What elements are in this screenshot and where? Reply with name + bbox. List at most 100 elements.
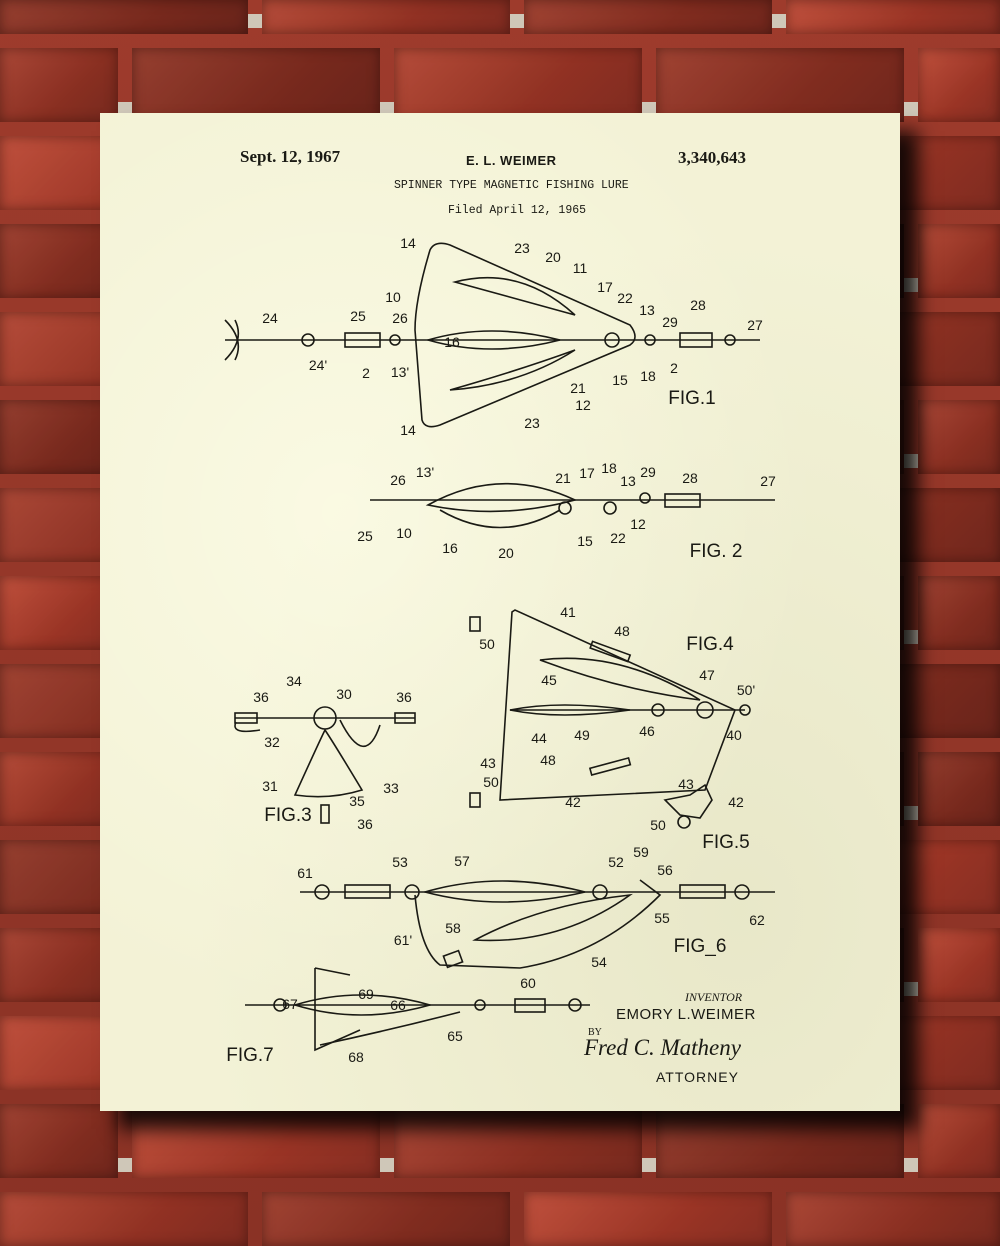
brick: [524, 0, 772, 34]
reference-numeral: 42: [565, 794, 581, 810]
reference-numeral: 20: [498, 545, 514, 561]
brick: [656, 48, 904, 122]
reference-numeral: 29: [662, 314, 678, 330]
patent-title: SPINNER TYPE MAGNETIC FISHING LURE: [394, 179, 629, 192]
reference-numeral: 2: [670, 360, 678, 376]
reference-numeral: 13': [391, 364, 409, 380]
reference-numeral: 23: [524, 415, 540, 431]
inventor-label: INVENTOR: [685, 990, 743, 1004]
reference-numeral: 48: [540, 752, 556, 768]
reference-numeral: 12: [630, 516, 646, 532]
reference-numeral: 36: [357, 816, 373, 832]
reference-numeral: 49: [574, 727, 590, 743]
reference-numeral: 67: [282, 996, 298, 1012]
figure-caption: FIG.1: [668, 388, 716, 409]
brick: [394, 1104, 642, 1178]
brick: [656, 1104, 904, 1178]
reference-numeral: 15: [577, 533, 593, 549]
reference-numeral: 26: [390, 472, 406, 488]
reference-numeral: 28: [690, 297, 706, 313]
reference-numeral: 25: [350, 308, 366, 324]
reference-numeral: 45: [541, 672, 557, 688]
reference-numeral: 32: [264, 734, 280, 750]
reference-numeral: 26: [392, 310, 408, 326]
reference-numeral: 16: [444, 334, 460, 350]
patent-date: Sept. 12, 1967: [240, 147, 341, 166]
brick: [0, 224, 118, 298]
reference-numeral: 20: [545, 249, 561, 265]
reference-numeral: 46: [639, 723, 655, 739]
reference-numeral: 14: [400, 235, 416, 251]
reference-numeral: 29: [640, 464, 656, 480]
fig3-drawing: [234, 706, 416, 824]
reference-numeral: 24: [262, 310, 278, 326]
reference-numeral: 14: [400, 422, 416, 438]
brick: [918, 1104, 1000, 1178]
reference-numeral: 31: [262, 778, 278, 794]
reference-numeral: 62: [749, 912, 765, 928]
reference-numeral: 52: [608, 854, 624, 870]
brick: [262, 1192, 510, 1246]
figure-caption: FIG_6: [674, 936, 727, 957]
reference-numeral: 61: [297, 865, 313, 881]
reference-numeral: 36: [396, 689, 412, 705]
reference-numeral: 41: [560, 604, 576, 620]
reference-numeral: 16: [442, 540, 458, 556]
attorney-label: ATTORNEY: [656, 1069, 739, 1085]
brick: [262, 0, 510, 34]
brick: [0, 48, 118, 122]
brick: [918, 752, 1000, 826]
reference-numeral: 50: [650, 817, 666, 833]
reference-numeral: 13: [620, 473, 636, 489]
reference-numeral: 17: [597, 279, 613, 295]
figure-caption: FIG.5: [702, 832, 750, 853]
reference-numeral: 28: [682, 470, 698, 486]
reference-numeral: 35: [349, 793, 365, 809]
reference-numeral: 48: [614, 623, 630, 639]
brick: [132, 48, 380, 122]
reference-numeral: 56: [657, 862, 673, 878]
reference-numeral: 40: [726, 727, 742, 743]
reference-numeral: 36: [253, 689, 269, 705]
reference-numeral: 21: [555, 470, 571, 486]
reference-numeral: 33: [383, 780, 399, 796]
inventor-name: EMORY L.WEIMER: [616, 1006, 756, 1023]
reference-numeral: 68: [348, 1049, 364, 1065]
brick: [786, 0, 1000, 34]
reference-numeral: 25: [357, 528, 373, 544]
reference-numeral: 69: [358, 986, 374, 1002]
reference-numeral: 2: [362, 365, 370, 381]
inventor-short: E. L. WEIMER: [466, 153, 557, 168]
brick: [0, 400, 118, 474]
reference-numeral: 44: [531, 730, 547, 746]
figure-caption: FIG.3: [264, 805, 312, 826]
brick: [132, 1104, 380, 1178]
reference-numeral: 23: [514, 240, 530, 256]
reference-numeral: 65: [447, 1028, 463, 1044]
figure-caption: FIG.7: [226, 1045, 274, 1066]
reference-numeral: 58: [445, 920, 461, 936]
reference-numeral: 59: [633, 844, 649, 860]
reference-numeral: 27: [760, 473, 776, 489]
reference-numeral: 12: [575, 397, 591, 413]
reference-numeral: 34: [286, 673, 302, 689]
reference-numeral: 55: [654, 910, 670, 926]
fig1-drawing: [224, 242, 760, 428]
brick: [918, 928, 1000, 1002]
attorney-signature: Fred C. Matheny: [584, 1035, 741, 1060]
reference-numeral: 57: [454, 853, 470, 869]
reference-numeral: 43: [480, 755, 496, 771]
brick: [918, 48, 1000, 122]
reference-numeral: 30: [336, 686, 352, 702]
reference-numeral: 61': [394, 932, 412, 948]
brick: [524, 1192, 772, 1246]
reference-numeral: 10: [396, 525, 412, 541]
patent-number: 3,340,643: [678, 148, 746, 167]
brick: [918, 224, 1000, 298]
figure-caption: FIG. 2: [690, 541, 743, 562]
fig6-drawing: [300, 879, 775, 969]
brick: [0, 1104, 118, 1178]
brick: [394, 48, 642, 122]
fig2-drawing: [370, 482, 775, 529]
